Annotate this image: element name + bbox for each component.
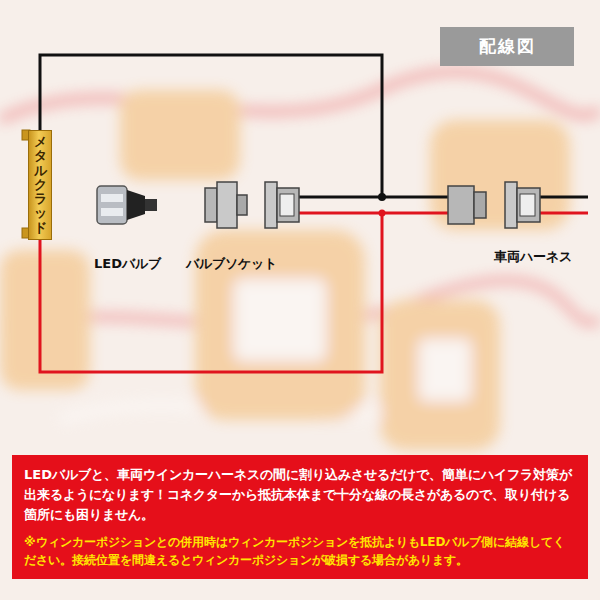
part-label: 車両ハーネス: [494, 248, 572, 266]
black-wire: [298, 196, 448, 199]
part-label: バルブソケット: [186, 255, 277, 273]
junction-dot: [379, 210, 386, 217]
red-wire: [298, 212, 448, 215]
node-text: LEDバルブと、車両ウインカーハーネスの間に割り込みさせるだけで、簡単にハイフラ…: [24, 465, 576, 525]
black-wire: [40, 55, 382, 197]
vehicle-harness: [448, 182, 540, 228]
node-text: ※ウィンカーポジションとの併用時はウィンカーポジションを抵抗よりもLEDバルブ側…: [24, 533, 576, 569]
section-heading: 配線図: [440, 27, 574, 66]
resistor-box: メタルクラッド: [28, 130, 52, 240]
info-band: LEDバルブと、車両ウインカーハーネスの間に割り込みさせるだけで、簡単にハイフラ…: [12, 455, 588, 579]
node-text: メタルクラッド: [34, 135, 47, 235]
red-wire: [40, 213, 382, 372]
led-bulb: [97, 186, 157, 224]
black-wire: [540, 196, 588, 199]
junction-dot: [378, 193, 386, 201]
bulb-socket: [205, 182, 299, 228]
red-wire: [540, 212, 588, 215]
part-label: LEDバルブ: [94, 255, 161, 273]
